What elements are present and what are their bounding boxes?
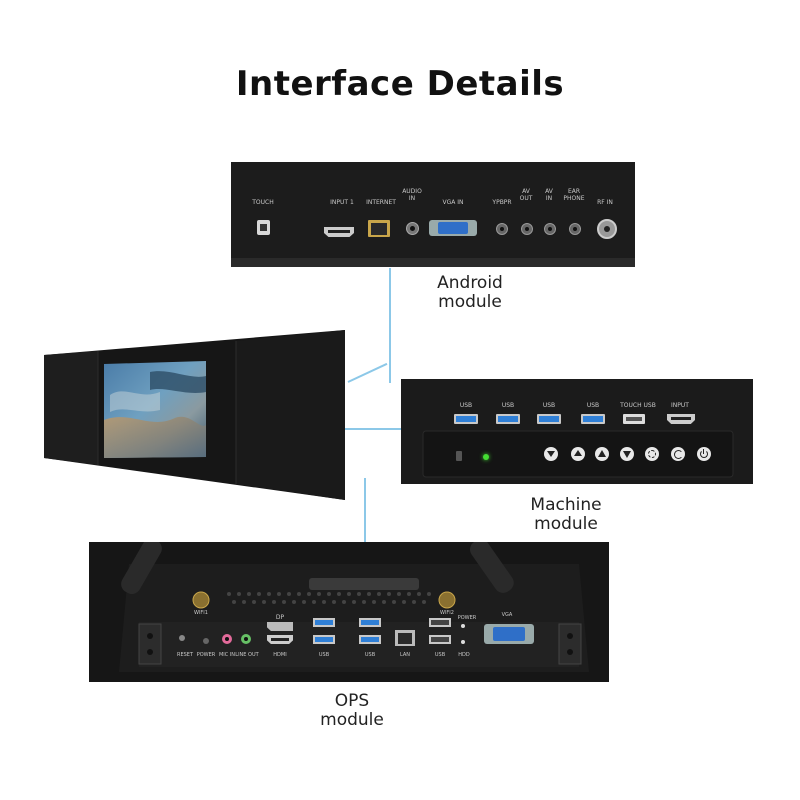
label-power-led: POWER: [457, 615, 477, 621]
hdd-led: [461, 640, 465, 644]
power-button: [203, 638, 209, 644]
label-wifi2: WIFI2: [440, 610, 454, 616]
ops-hdmi-port: [267, 635, 293, 644]
mic-in-jack: [222, 634, 232, 644]
ops-usb-port-5: [429, 618, 451, 627]
touch-usb-b-port: [257, 220, 270, 235]
dp-port: [267, 622, 293, 631]
caption-ops: OPS module: [292, 692, 412, 730]
ops-usb-port-3: [359, 618, 381, 627]
caption-machine-line1: Machine: [530, 495, 602, 515]
label-usb-c: USB: [434, 652, 446, 658]
audio-in-jack: [406, 222, 419, 235]
label-input1: INPUT 1: [330, 199, 354, 206]
line-out-jack: [241, 634, 251, 644]
ypbpr-jack: [496, 223, 508, 235]
label-usb-4: USB: [586, 402, 600, 409]
caption-machine-line2: module: [534, 514, 598, 534]
label-usb-b: USB: [364, 652, 376, 658]
label-power-btn: POWER: [196, 652, 216, 658]
label-hdd: HDD: [458, 652, 470, 658]
ops-usb-port-6: [429, 635, 451, 644]
label-usb-2: USB: [501, 402, 515, 409]
usb-port-1: [454, 414, 478, 424]
lan-port: [395, 630, 415, 646]
label-av-in-1: AV: [545, 188, 553, 195]
label-touch-usb: TOUCH USB: [620, 402, 656, 409]
page-title: Interface Details: [235, 64, 565, 104]
connector-line-ops: [364, 478, 366, 544]
caption-android: Android module: [410, 274, 530, 312]
label-wifi1: WIFI1: [194, 610, 208, 616]
label-vga: VGA: [501, 612, 513, 618]
label-usb-a: USB: [318, 652, 330, 658]
touch-usb-port: [623, 414, 645, 424]
ops-usb-port-4: [359, 635, 381, 644]
machine-module-panel: USB USB USB USB TOUCH USB INPUT: [401, 379, 753, 484]
label-av-in-2: IN: [545, 195, 553, 202]
vga-in-port: [429, 220, 477, 236]
label-usb-3: USB: [542, 402, 556, 409]
caption-ops-line1: OPS: [334, 691, 370, 711]
hdmi-port: [324, 227, 354, 237]
label-line-out: LINE OUT: [235, 652, 259, 658]
label-mic-in: MIC IN: [218, 652, 236, 658]
rf-in-connector: [597, 219, 617, 239]
earphone-jack: [569, 223, 581, 235]
usb-port-3: [537, 414, 561, 424]
label-hdmi: HDMI: [273, 652, 287, 658]
ops-usb-port-1: [313, 618, 335, 627]
input-hdmi-port: [667, 414, 695, 424]
connector-line-android-diag: [347, 362, 388, 383]
eye-protect-icon[interactable]: [671, 447, 685, 461]
down-icon[interactable]: [544, 447, 558, 461]
usb-port-4: [581, 414, 605, 424]
usb-port-2: [496, 414, 520, 424]
label-reset: RESET: [176, 652, 194, 658]
label-av-out-2: OUT: [519, 195, 533, 202]
label-internet: INTERNET: [366, 199, 396, 206]
android-module-panel: TOUCH INPUT 1 INTERNET AUDIO IN VGA IN Y…: [231, 162, 635, 267]
ops-module-panel: WIFI1 WIFI2 DP RESET POWER MIC IN LINE O…: [89, 542, 609, 682]
reset-button: [179, 635, 185, 641]
caption-ops-line2: module: [320, 710, 384, 730]
label-av-out-1: AV: [522, 188, 530, 195]
power-button-icon[interactable]: [697, 447, 711, 461]
label-rf-in: RF IN: [597, 199, 613, 206]
up-icon[interactable]: [571, 447, 585, 461]
label-dp: DP: [275, 614, 285, 621]
av-in-jack: [544, 223, 556, 235]
volume-down-icon[interactable]: [620, 447, 634, 461]
label-audio-in-2: IN: [408, 195, 416, 202]
ir-sensor: [456, 451, 462, 461]
caption-android-line2: module: [438, 292, 502, 312]
label-ypbpr: YPBPR: [492, 199, 512, 206]
ops-vga-port: [484, 624, 534, 644]
connector-line-android: [389, 268, 391, 383]
label-ear-phone-1: EAR: [567, 188, 581, 195]
label-touch: TOUCH: [252, 199, 274, 206]
caption-machine: Machine module: [506, 496, 626, 534]
label-usb-1: USB: [459, 402, 473, 409]
connector-line-machine: [345, 428, 403, 430]
caption-android-line1: Android: [437, 273, 503, 293]
settings-gear-icon[interactable]: [645, 447, 659, 461]
volume-up-icon[interactable]: [595, 447, 609, 461]
ops-usb-port-2: [313, 635, 335, 644]
label-input: INPUT: [671, 402, 689, 409]
label-ear-phone-2: PHONE: [563, 195, 585, 202]
ops-power-led: [461, 624, 465, 628]
power-led: [483, 454, 489, 460]
av-out-jack: [521, 223, 533, 235]
label-lan: LAN: [399, 652, 411, 658]
label-audio-in-1: AUDIO: [402, 188, 422, 195]
ethernet-port: [368, 220, 390, 237]
label-vga-in: VGA IN: [442, 199, 464, 206]
